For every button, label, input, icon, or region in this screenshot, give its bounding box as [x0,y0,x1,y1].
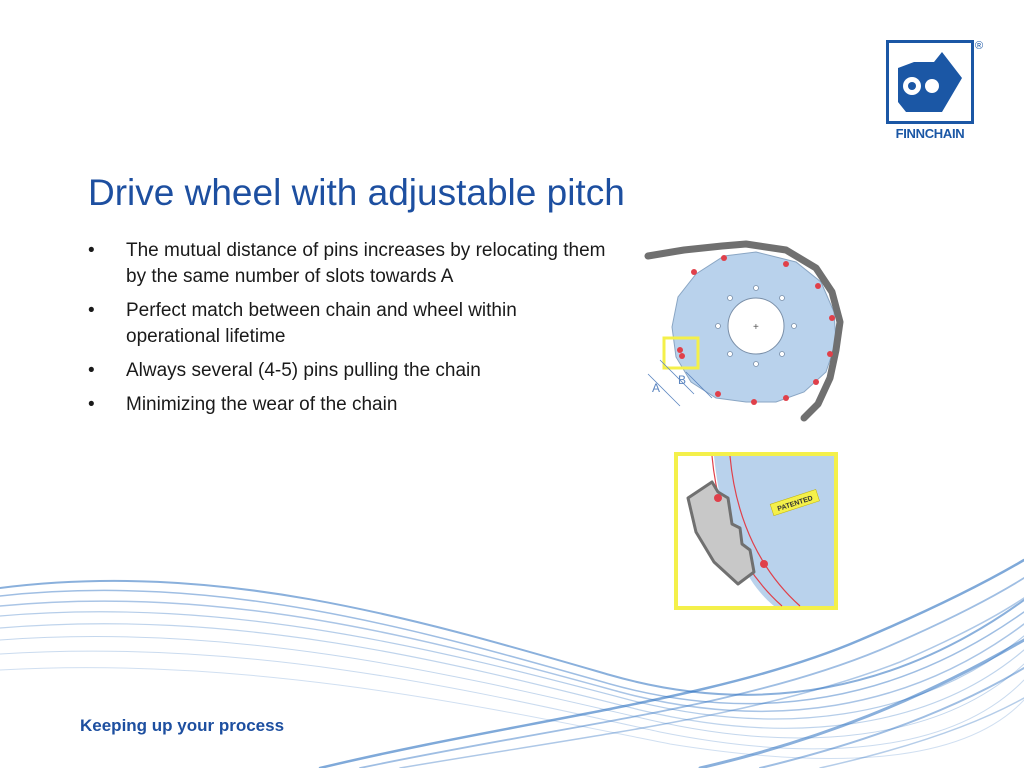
slide-title: Drive wheel with adjustable pitch [88,172,625,213]
registered-mark: ® [975,40,984,52]
finnchain-logo: FINNCHAIN ® [886,40,990,148]
bullet-list: • The mutual distance of pins increases b… [88,238,608,426]
footer-tagline: Keeping up your process [80,716,285,735]
logo-wordmark: FINNCHAIN [895,126,965,141]
logo-emblem-icon [886,40,974,124]
bullet-text: Minimizing the wear of the chain [126,394,398,415]
bullet-text: The mutual distance of pins increases by… [126,240,606,287]
pin-slot-detail-diagram: PATENTED [674,452,838,610]
bullet-glyph: • [88,240,95,261]
svg-text:+: + [753,322,759,333]
bullet-item: • Minimizing the wear of the chain [88,392,608,418]
bullet-item: • Perfect match between chain and wheel w… [88,298,608,350]
bullet-glyph: • [88,394,95,415]
bullet-item: • Always several (4-5) pins pulling the c… [88,358,608,384]
bullet-glyph: • [88,360,95,381]
drive-wheel-diagram: + A B [644,240,844,422]
label-b: B [678,373,686,387]
label-a: A [652,381,660,395]
bullet-text: Perfect match between chain and wheel wi… [126,300,517,347]
bullet-item: • The mutual distance of pins increases b… [88,238,608,290]
bullet-text: Always several (4-5) pins pulling the ch… [126,360,481,381]
bullet-glyph: • [88,300,95,321]
